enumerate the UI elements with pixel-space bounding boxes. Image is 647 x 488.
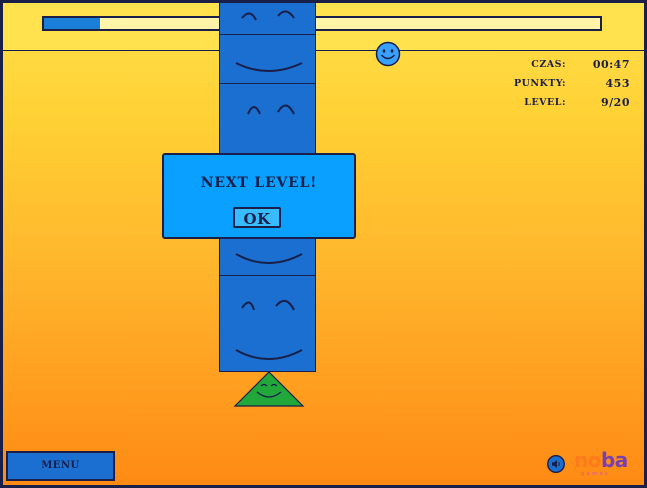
face-block[interactable] bbox=[219, 237, 316, 277]
dialog-title: NEXT LEVEL! bbox=[200, 175, 318, 191]
score-panel: CZAS: 00:47 PUNKTY: 453 LEVEL: 9/20 bbox=[514, 55, 630, 112]
level-row: LEVEL: 9/20 bbox=[514, 93, 630, 112]
face-icon bbox=[235, 299, 303, 360]
level-value: 9/20 bbox=[601, 96, 630, 109]
time-value: 00:47 bbox=[592, 58, 630, 71]
points-value: 453 bbox=[605, 77, 630, 90]
time-label: CZAS: bbox=[531, 59, 566, 70]
triangle-base-icon bbox=[233, 371, 305, 407]
level-label: LEVEL: bbox=[524, 97, 566, 108]
face-block[interactable] bbox=[219, 275, 316, 372]
menu-button[interactable]: MENU bbox=[6, 451, 115, 481]
smiley-ball-icon bbox=[375, 41, 401, 67]
level-progress-bar bbox=[42, 16, 602, 31]
speaker-icon[interactable] bbox=[547, 455, 565, 473]
logo-part-ba: ba bbox=[600, 448, 628, 472]
next-level-dialog: NEXT LEVEL! OK bbox=[162, 153, 356, 239]
block-tower bbox=[219, 3, 316, 423]
face-block[interactable] bbox=[219, 34, 316, 85]
progress-fill bbox=[44, 18, 100, 29]
points-row: PUNKTY: 453 bbox=[514, 74, 630, 93]
logo-subtitle: games bbox=[581, 471, 611, 477]
noba-logo: noba bbox=[574, 450, 628, 470]
face-icon bbox=[241, 10, 295, 21]
face-icon bbox=[235, 253, 303, 264]
points-label: PUNKTY: bbox=[513, 78, 566, 89]
top-bar bbox=[3, 3, 644, 51]
face-icon bbox=[247, 104, 295, 115]
time-row: CZAS: 00:47 bbox=[514, 55, 630, 74]
ok-button[interactable]: OK bbox=[233, 207, 281, 228]
face-block[interactable] bbox=[219, 3, 316, 36]
face-icon bbox=[235, 62, 303, 72]
logo-part-no: no bbox=[574, 448, 601, 472]
